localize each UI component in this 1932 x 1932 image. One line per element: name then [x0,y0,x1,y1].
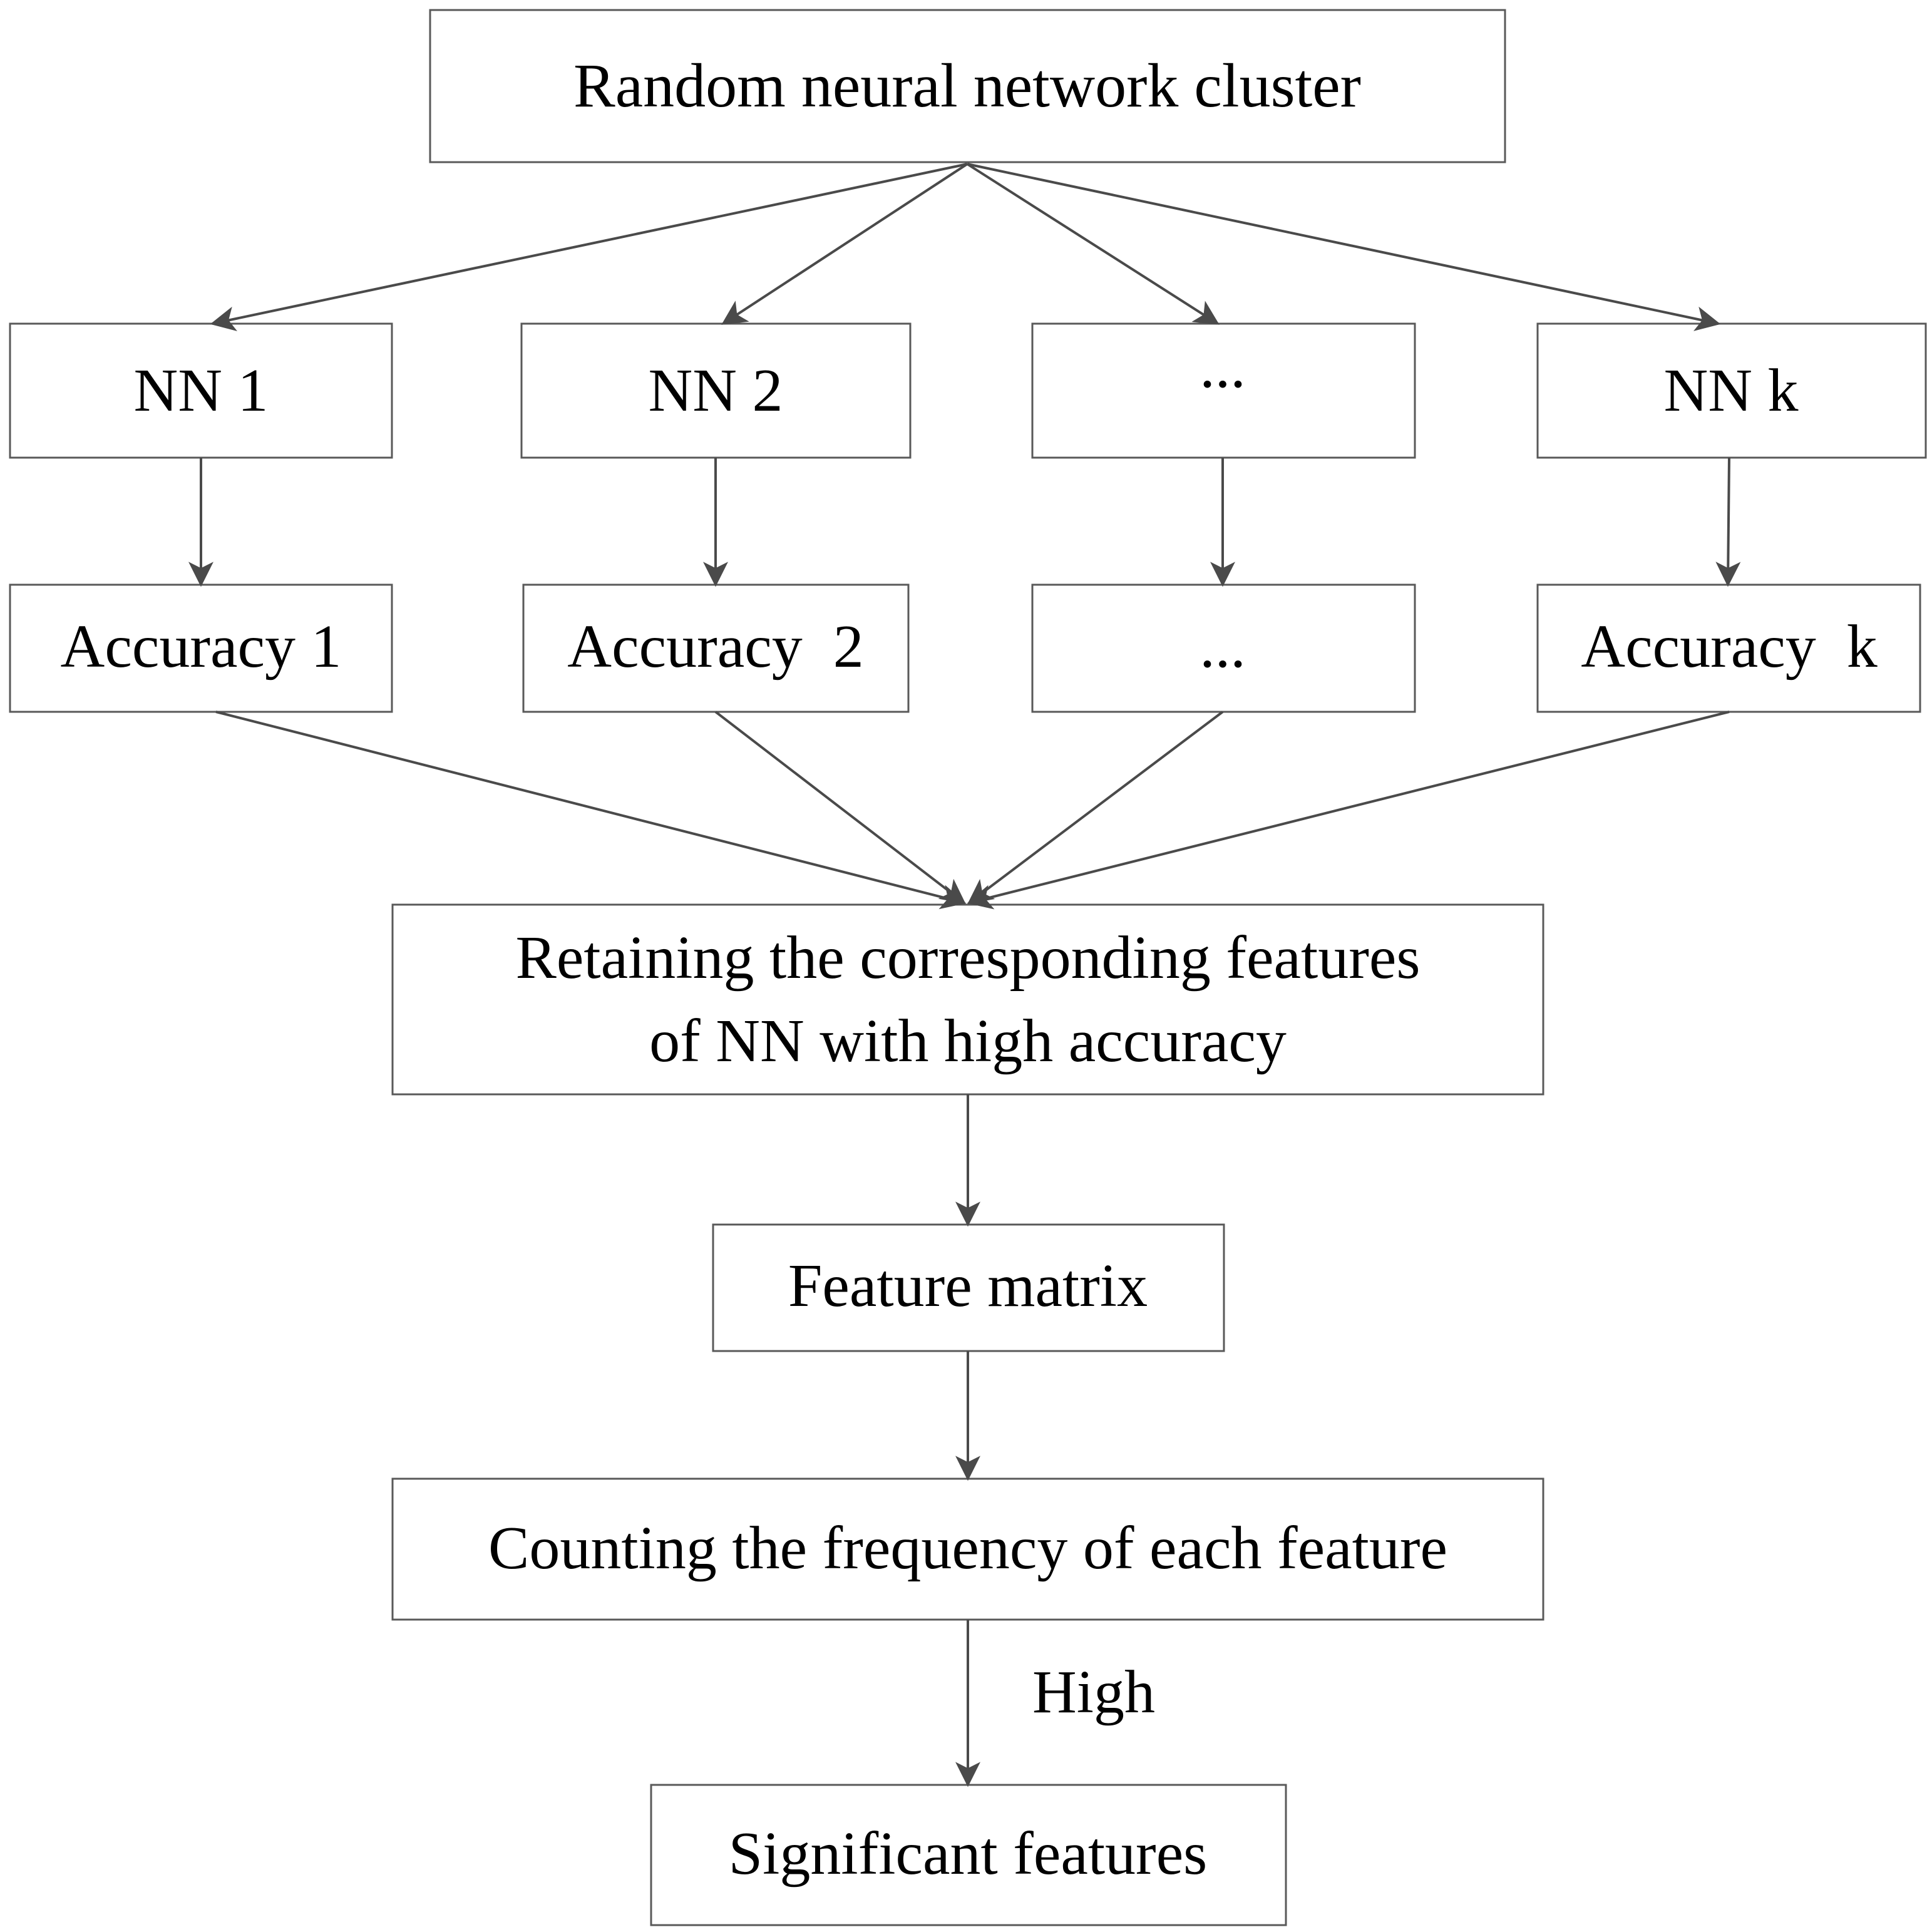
label-accuracy-k: Accuracy k [1581,613,1877,681]
box-accuracy-1 [9,583,393,713]
label-counting-frequency: Counting the frequency of each feature [488,1514,1447,1582]
label-accuracy-1: Accuracy 1 [61,613,342,681]
label-accuracy-2: Accuracy 2 [567,613,863,681]
arrow-nnk-to-acck [1715,457,1741,587]
box-retaining-features [391,903,1544,1096]
box-nn-1 [9,322,393,459]
arrow-cluster-to-nn-dots [966,163,1220,325]
label-feature-matrix: Feature matrix [788,1252,1148,1320]
label-significant-features: Significant features [729,1820,1208,1888]
label-nn-2: NN 2 [648,357,783,424]
box-counting-frequency [391,1477,1544,1621]
arrow-acc1-to-retaining [215,711,967,910]
box-nn-2 [520,322,912,459]
box-feature-matrix [712,1223,1225,1352]
label-nn-dots: ... [1200,333,1246,401]
arrow-cluster-to-nnk [967,163,1721,331]
label-nn-k: NN k [1663,357,1798,424]
label-nn-1: NN 1 [133,357,268,424]
box-accuracy-dots [1031,583,1416,713]
box-random-nn-cluster [429,9,1506,163]
arrow-acck-to-retaining [967,711,1730,910]
arrow-cluster-to-nn2 [721,163,969,325]
label-random-nn-cluster: Random neural network cluster [573,51,1361,120]
box-nn-k [1536,322,1927,459]
arrow-cluster-to-nn1 [210,163,968,331]
edge-label-high: High [1032,1658,1155,1726]
arrow-acc2-to-retaining [714,711,966,905]
arrow-acc-dots-to-retaining [967,711,1224,905]
label-accuracy-dots: ... [1200,613,1246,681]
box-significant-features [650,1784,1287,1926]
label-retaining-line-2: of NN with high accuracy [649,1007,1287,1075]
box-nn-dots [1031,322,1416,459]
label-retaining-line-1: Retaining the corresponding features [515,924,1420,992]
